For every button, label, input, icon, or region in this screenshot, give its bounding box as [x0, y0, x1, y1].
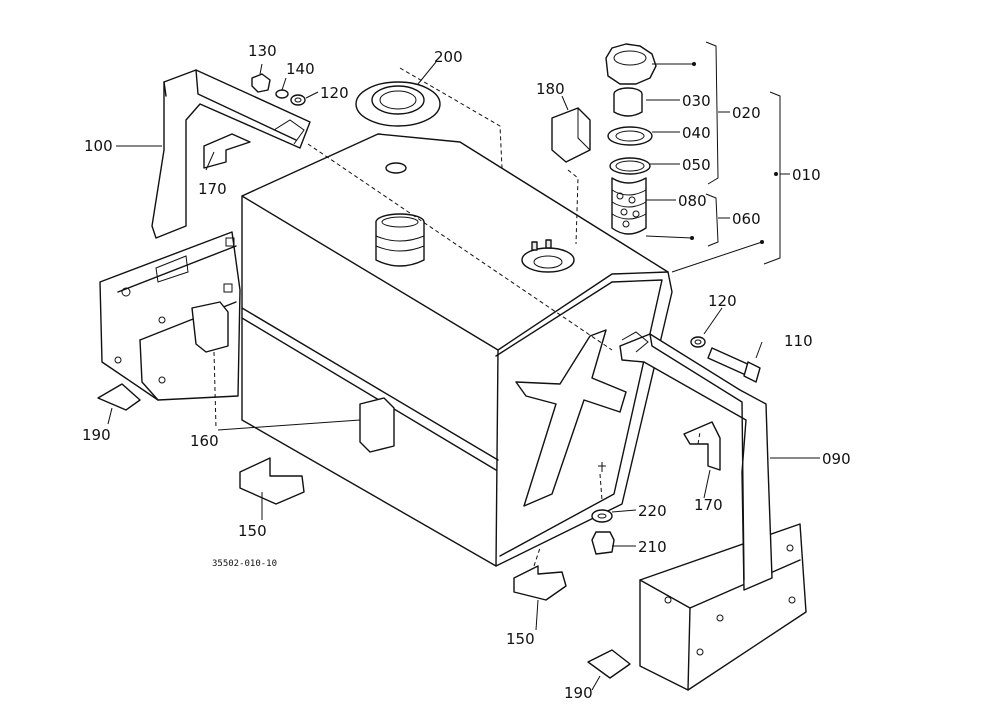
- callout-labels: 100 130 140 120 170 200 180 030 040 050 …: [82, 42, 851, 702]
- callout-190-left: 190: [82, 426, 111, 444]
- callout-140: 140: [286, 60, 315, 78]
- callout-050: 050: [682, 156, 711, 174]
- callout-170-left: 170: [198, 180, 227, 198]
- diagram-code: 35502-010-10: [212, 559, 277, 569]
- cap-assembly: [605, 43, 657, 235]
- callout-080: 080: [678, 192, 707, 210]
- callout-210: 210: [638, 538, 667, 556]
- callout-200: 200: [434, 48, 463, 66]
- callout-160: 160: [190, 432, 219, 450]
- callout-220: 220: [638, 502, 667, 520]
- callout-170-right: 170: [694, 496, 723, 514]
- right-strap: [619, 331, 773, 591]
- callout-190-right: 190: [564, 684, 593, 702]
- callout-060: 060: [732, 210, 761, 228]
- callout-090: 090: [822, 450, 851, 468]
- callout-100: 100: [84, 137, 113, 155]
- cushion-180: [551, 107, 591, 163]
- callout-130: 130: [248, 42, 277, 60]
- callout-120-right: 120: [708, 292, 737, 310]
- callout-020: 020: [732, 104, 761, 122]
- leader-lines: [107, 41, 820, 691]
- left-strap: [151, 69, 311, 239]
- callout-120-top: 120: [320, 84, 349, 102]
- callout-150-left: 150: [238, 522, 267, 540]
- callout-010: 010: [792, 166, 821, 184]
- callout-180: 180: [536, 80, 565, 98]
- callout-110: 110: [784, 332, 813, 350]
- callout-030: 030: [682, 92, 711, 110]
- fuel-tank: [241, 133, 673, 567]
- small-hardware: [251, 73, 761, 555]
- callout-040: 040: [682, 124, 711, 142]
- rubber-pads: [97, 133, 721, 679]
- filler-ring-200: [355, 81, 441, 127]
- callout-150-right: 150: [506, 630, 535, 648]
